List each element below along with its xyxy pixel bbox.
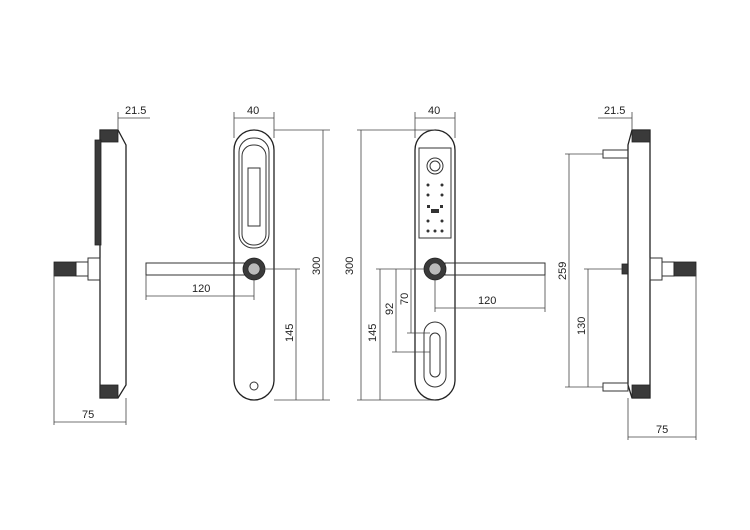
- key-button: [249, 381, 259, 391]
- dim-front-left-handle: 120: [192, 283, 210, 295]
- dim-front-right-handle: 120: [478, 295, 496, 307]
- dim-front-left-handle-bottom: 145: [284, 324, 296, 342]
- module-back: [94, 139, 102, 246]
- dim-front-right-handle-bottom: 145: [367, 324, 379, 342]
- front-outer-view: 40 300 145 92 70 120: [344, 105, 546, 401]
- keypad: [418, 147, 452, 239]
- dim-front-right-width: 40: [428, 105, 440, 117]
- dim-side-left-depth: 75: [82, 409, 94, 421]
- inner-plate: [233, 129, 275, 401]
- outer-handle: [444, 262, 546, 276]
- center-pin: [621, 263, 629, 275]
- bottom-cap-right: [631, 384, 651, 399]
- dim-front-left-height: 300: [311, 257, 323, 275]
- right-side-view: 21.5 259 130 75: [557, 105, 697, 440]
- top-screw: [602, 149, 629, 159]
- dim-side-left-width: 21.5: [125, 105, 146, 117]
- battery-slot: [247, 167, 261, 227]
- bottom-screw: [602, 382, 629, 392]
- dim-side-right-width: 21.5: [604, 105, 625, 117]
- left-side-view: 21.5 75: [53, 105, 150, 425]
- bottom-cap: [99, 384, 119, 399]
- inner-handle: [145, 262, 247, 276]
- dim-front-left-width: 40: [247, 105, 259, 117]
- top-cap: [99, 129, 119, 143]
- key-cylinder: [423, 321, 447, 388]
- dim-side-right-screw-span: 259: [557, 262, 569, 280]
- front-inner-view: 40 300 145 120: [145, 105, 330, 401]
- spindle-right: [673, 261, 697, 277]
- spindle: [53, 261, 77, 277]
- dim-side-right-center-offset: 130: [576, 317, 588, 335]
- battery-cover: [238, 137, 270, 249]
- top-cap-right: [631, 129, 651, 143]
- dim-side-right-depth: 75: [656, 424, 668, 436]
- dim-front-right-keyhole-a: 92: [384, 303, 396, 315]
- dim-front-right-height: 300: [344, 257, 356, 275]
- dim-front-right-keyhole-b: 70: [399, 293, 411, 305]
- fingerprint-sensor: [426, 157, 444, 175]
